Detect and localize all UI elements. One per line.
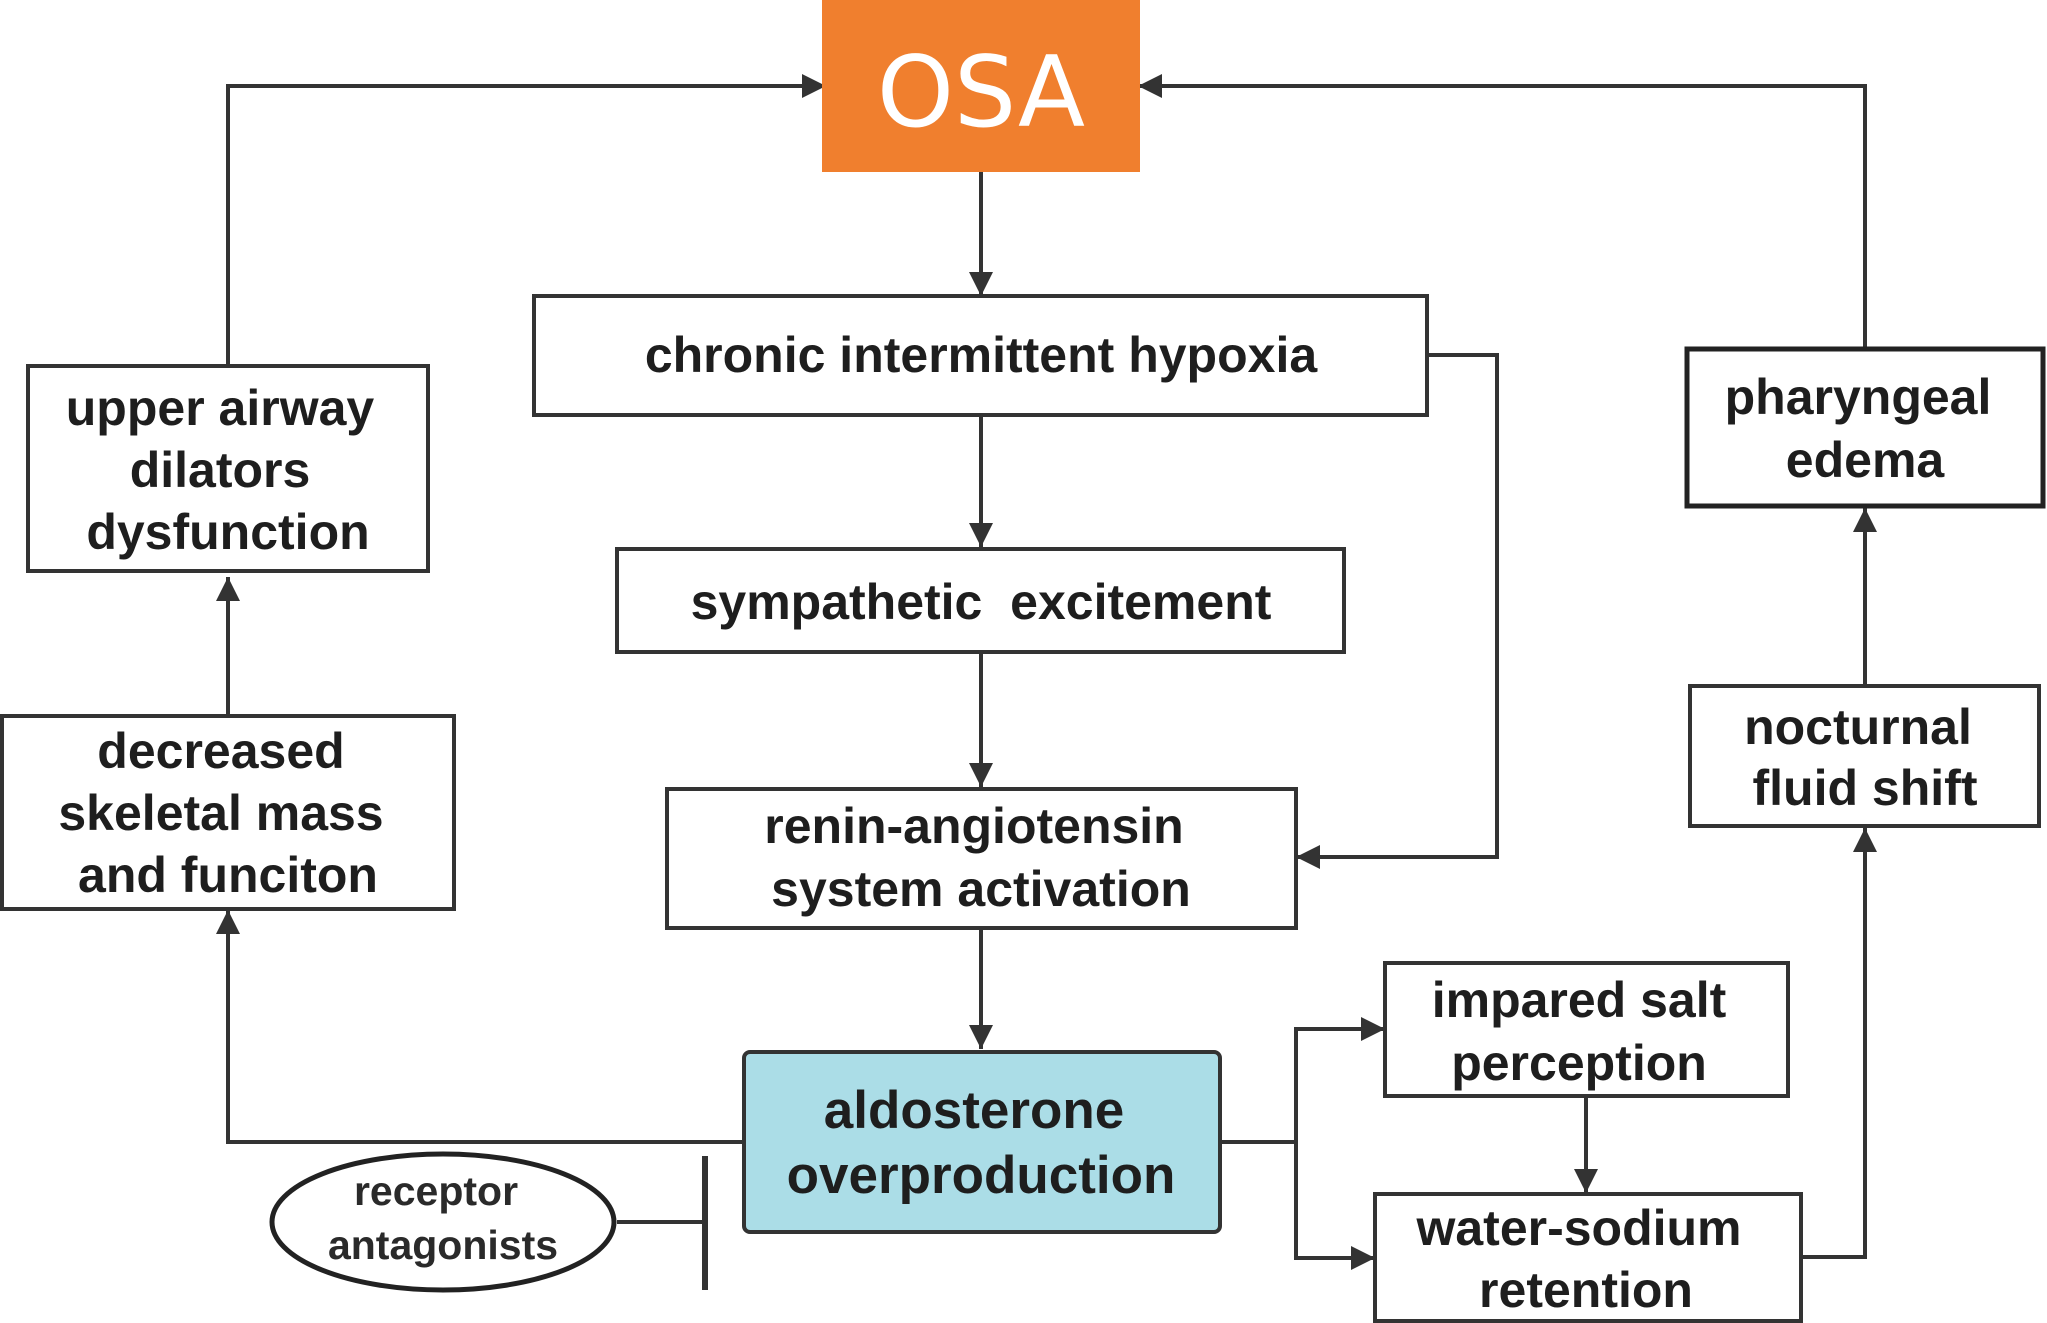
pharyngeal-line1: pharyngeal: [1725, 369, 1992, 425]
node-sympathetic: sympathetic excitement: [615, 547, 1346, 654]
node-upper-airway: upper airway dilators dysfunction: [26, 364, 430, 573]
upper-airway-line1: upper airway: [66, 380, 375, 436]
nocturnal-line1: nocturnal: [1744, 699, 1972, 755]
receptor-antagonists-line1: receptor: [354, 1168, 518, 1214]
receptor-antagonists-ellipse: [269, 1151, 617, 1293]
upper-airway-box: [26, 364, 430, 573]
salt-perception-line1: impared salt: [1432, 972, 1727, 1028]
connectors: [216, 74, 1877, 1290]
skeletal-line1: decreased: [97, 723, 344, 779]
water-sodium-line2: retention: [1479, 1262, 1693, 1318]
salt-perception-line2: perception: [1451, 1035, 1707, 1091]
arrow-branch-to-salt: [1294, 1017, 1385, 1142]
aldosterone-box: [742, 1050, 1222, 1234]
node-renin: renin-angiotensin system activation: [665, 787, 1298, 930]
node-nocturnal: nocturnal fluid shift: [1688, 684, 2041, 828]
sympathetic-label: sympathetic excitement: [691, 574, 1272, 630]
hypoxia-box: [532, 294, 1429, 417]
node-salt-perception: impared salt perception: [1383, 961, 1790, 1098]
node-skeletal: decreased skeletal mass and funciton: [0, 714, 456, 911]
arrow-branch-to-water: [1294, 1142, 1375, 1270]
renin-box: [665, 787, 1298, 930]
osa-box: [822, 0, 1140, 172]
arrow-aldosterone-to-skeletal: [216, 910, 744, 1144]
upper-airway-line3: dysfunction: [86, 504, 369, 560]
osa-label: OSA: [877, 36, 1085, 150]
arrow-pharyngeal-to-osa: [1138, 74, 1867, 347]
salt-perception-box: [1383, 961, 1790, 1098]
aldosterone-label-line2: overproduction: [787, 1146, 1176, 1205]
pharyngeal-line2: edema: [1786, 432, 1946, 488]
aldosterone-label-line1: aldosterone: [824, 1081, 1124, 1140]
renin-label-line2: system activation: [771, 861, 1191, 917]
arrow-airway-to-osa: [226, 74, 826, 364]
renin-label-line1: renin-angiotensin: [764, 798, 1183, 854]
pharyngeal-box: [1684, 346, 2046, 509]
node-hypoxia: chronic intermittent hypoxia: [532, 294, 1429, 417]
water-sodium-box: [1373, 1192, 1803, 1323]
node-receptor-antagonists: receptor antagonists: [269, 1151, 617, 1293]
node-pharyngeal: pharyngeal edema: [1684, 346, 2046, 509]
nocturnal-line2: fluid shift: [1753, 760, 1978, 816]
sympathetic-box: [615, 547, 1346, 654]
hypoxia-label: chronic intermittent hypoxia: [645, 327, 1319, 383]
water-sodium-line1: water-sodium: [1415, 1200, 1741, 1256]
node-osa: OSA: [822, 0, 1140, 172]
receptor-antagonists-line2: antagonists: [328, 1222, 558, 1268]
node-aldosterone: aldosterone overproduction: [742, 1050, 1222, 1234]
arrow-water-to-nocturnal: [1801, 828, 1877, 1259]
node-water-sodium: water-sodium retention: [1373, 1192, 1803, 1323]
nocturnal-box: [1688, 684, 2041, 828]
skeletal-box: [0, 714, 456, 911]
skeletal-line2: skeletal mass: [58, 785, 383, 841]
skeletal-line3: and funciton: [78, 847, 378, 903]
arrow-hypoxia-to-renin: [1296, 353, 1499, 869]
upper-airway-line2: dilators: [130, 442, 311, 498]
